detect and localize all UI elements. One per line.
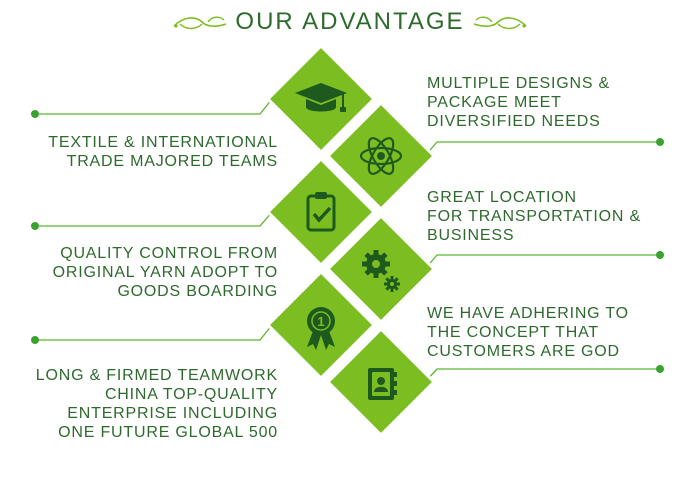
advantage-text-line: GREAT LOCATION [427, 189, 577, 206]
advantage-text: GREAT LOCATION FOR TRANSPORTATION & BUSINE… [427, 188, 641, 245]
graduation-cap-icon [295, 83, 347, 112]
advantage-text: QUALITY CONTROL FROM ORIGINAL YARN ADOPT … [0, 244, 278, 301]
advantage-text-line: ENTERPRISE INCLUDING [67, 405, 278, 422]
connector-line [35, 98, 273, 115]
connector-dot [31, 110, 39, 118]
connector-dot [656, 138, 664, 146]
advantage-text-line: LONG & FIRMED TEAMWORK [35, 367, 278, 384]
advantage-text-line: MULTIPLE DESIGNS & [427, 75, 611, 92]
advantage-text-line: ONE FUTURE GLOBAL 500 [58, 424, 278, 441]
connector-dot [656, 251, 664, 259]
connector-line [35, 324, 273, 341]
address-book-icon [368, 368, 397, 400]
connector-line [424, 368, 660, 383]
advantage-text-line: QUALITY CONTROL FROM [60, 245, 278, 262]
clipboard-check-icon [306, 192, 336, 232]
left-flourish-icon [173, 16, 227, 30]
connector-line [424, 141, 660, 157]
advantage-text: TEXTILE & INTERNATIONAL TRADE MAJORED TEA… [0, 133, 278, 171]
atom-icon [359, 137, 403, 175]
connector-dot [656, 365, 664, 373]
connector-line [35, 211, 273, 227]
right-flourish-icon [473, 16, 527, 30]
advantage-text: WE HAVE ADHERING TO THE CONCEPT THAT CUSTO… [427, 304, 629, 361]
advantage-text-line: BUSINESS [427, 227, 515, 244]
connector-dot [31, 336, 39, 344]
connector-line [424, 254, 660, 270]
advantage-text: LONG & FIRMED TEAMWORK CHINA TOP-QUALITY E… [0, 366, 278, 442]
advantage-text-line: DIVERSIFIED NEEDS [427, 113, 601, 130]
advantage-text-line: CUSTOMERS ARE GOD [427, 343, 620, 360]
advantage-text-line: TRADE MAJORED TEAMS [66, 153, 278, 170]
advantage-text-line: TEXTILE & INTERNATIONAL [48, 134, 278, 151]
advantage-text: MULTIPLE DESIGNS & PACKAGE MEET DIVERSIFIE… [427, 74, 610, 131]
advantage-text-line: ORIGINAL YARN ADOPT TO [52, 264, 278, 281]
advantage-text-line: WE HAVE ADHERING TO [427, 305, 629, 322]
advantage-text-line: PACKAGE MEET [427, 94, 562, 111]
advantage-text-line: CHINA TOP-QUALITY [104, 386, 278, 403]
advantage-diamond [265, 156, 377, 268]
award-ribbon-icon: 1 [307, 307, 335, 350]
header: OUR ADVANTAGE [0, 6, 700, 40]
advantage-text-line: FOR TRANSPORTATION & [427, 208, 641, 225]
gears-icon [362, 250, 400, 292]
svg-text:1: 1 [317, 314, 324, 329]
page-title: OUR ADVANTAGE [235, 8, 465, 35]
advantage-text-line: THE CONCEPT THAT [427, 324, 599, 341]
connector-dot [31, 222, 39, 230]
advantage-text-line: GOODS BOARDING [117, 283, 278, 300]
